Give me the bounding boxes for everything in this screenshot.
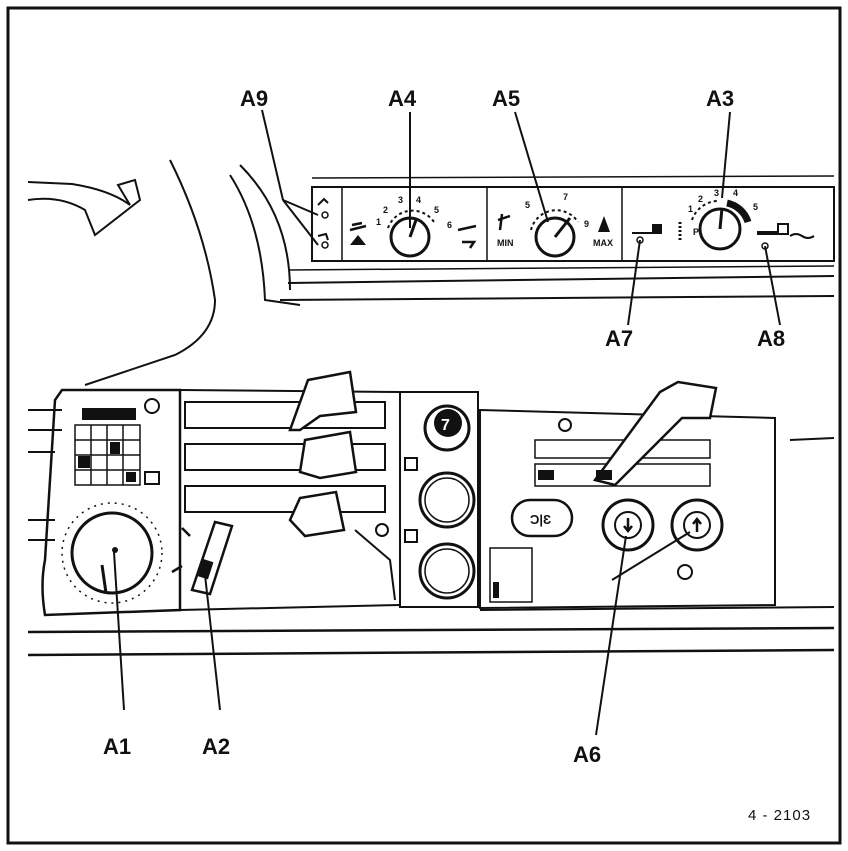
- a3-mark-2: 2: [698, 194, 703, 204]
- a9-indicator-icons: [317, 197, 329, 249]
- callout-a4: A4: [388, 86, 417, 111]
- hitch-panel: Ɔ|Ɛ: [479, 380, 776, 610]
- a4-mark-4: 4: [416, 195, 421, 205]
- a4-mark-6: 6: [447, 220, 452, 230]
- a5-min-label: MIN: [497, 238, 514, 248]
- a5-mark-5: 5: [525, 200, 530, 210]
- cab-outline: [27, 159, 301, 386]
- a3-mark-1: 1: [688, 204, 693, 214]
- temperature-high-icon: [598, 216, 610, 232]
- lever-a2: [171, 520, 234, 596]
- tractor-slow-icon: [632, 224, 662, 234]
- callout-a8: A8: [757, 326, 785, 351]
- lever-slots: [184, 370, 396, 601]
- a5-mark-9: 9: [584, 219, 589, 229]
- upper-instrument-strip: [279, 175, 835, 301]
- a3-mark-3: 3: [714, 188, 719, 198]
- a4-mark-1: 1: [376, 217, 381, 227]
- a4-mark-2: 2: [383, 205, 388, 215]
- figure-reference: 4 - 2103: [748, 807, 811, 824]
- a5-max-label: MAX: [593, 238, 613, 248]
- tilt-left-icon: [349, 221, 367, 232]
- tilt-right-icon: [457, 224, 477, 249]
- callout-a9: A9: [240, 86, 268, 111]
- selector-grid: [74, 398, 160, 486]
- a3-park-mark: P: [693, 227, 699, 237]
- dial-a5: 5 7 9 MIN MAX: [497, 192, 613, 258]
- callout-a3: A3: [706, 86, 734, 111]
- a5-mark-7: 7: [563, 192, 568, 202]
- dial-a3: 1 2 3 4 5 P: [632, 188, 815, 251]
- a3-mark-4: 4: [733, 188, 738, 198]
- rotary-knob-a1: [61, 502, 163, 604]
- switch-column: 7: [399, 391, 479, 608]
- svg-text:7: 7: [441, 417, 450, 434]
- temperature-low-icon: [497, 213, 511, 231]
- callout-a5: A5: [492, 86, 520, 111]
- a3-mark-5: 5: [753, 202, 758, 212]
- callout-a1: A1: [103, 734, 131, 759]
- console-outline: [27, 388, 835, 657]
- leader-lines: [113, 109, 781, 736]
- svg-text:Ɔ|Ɛ: Ɔ|Ɛ: [530, 512, 551, 527]
- rabbit-slow-icon: [350, 235, 366, 245]
- callout-a7: A7: [605, 326, 633, 351]
- tractor-fast-icon: [757, 223, 815, 239]
- a4-mark-5: 5: [434, 205, 439, 215]
- a4-mark-3: 3: [398, 195, 403, 205]
- callout-a6: A6: [573, 742, 601, 767]
- callout-a2: A2: [202, 734, 230, 759]
- dial-a4: 1 2 3 4 5 6: [349, 195, 477, 258]
